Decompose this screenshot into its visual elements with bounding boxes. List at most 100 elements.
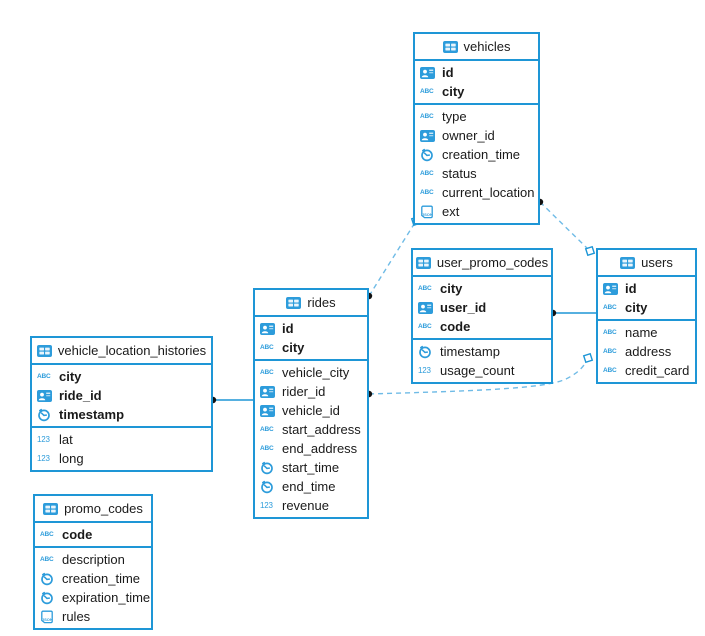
id-card-icon [260,385,277,398]
field-name: credit_card [625,363,690,378]
abc-text-type-icon: ABC [420,170,434,177]
field-name: rider_id [282,384,326,399]
table-header[interactable]: promo_codes [35,496,151,523]
cardinality-square [584,245,596,257]
svg-text:JSON: JSON [422,212,433,217]
field-name: lat [59,432,73,447]
field-row-end_time: end_time [255,477,367,496]
field-row-status: ABC status [415,164,538,183]
field-row-owner_id: owner_id [415,126,538,145]
id-card-icon [260,404,277,417]
table-grid-icon [36,344,52,357]
field-name: name [625,325,658,340]
abc-text-type-icon: ABC [420,189,434,196]
abc-text-type-icon: ABC [603,348,617,355]
field-name: code [440,319,471,334]
abc-text-type-icon: ABC [603,304,617,311]
field-name: timestamp [440,344,500,359]
relationship-line-rides-vehicles [368,220,417,297]
clock-icon [420,148,437,162]
clock-icon [40,572,57,586]
table-header[interactable]: user_promo_codes [413,250,551,277]
field-name: timestamp [59,407,125,422]
abc-text-type-icon: ABC [420,113,434,120]
field-name: city [440,281,463,296]
table-grid-icon [286,296,302,309]
table-header[interactable]: users [598,250,695,277]
field-row-code: ABC code [413,317,551,336]
field-name: rules [62,609,91,624]
table-header[interactable]: vehicles [415,34,538,61]
field-name: usage_count [440,363,515,378]
field-name: long [59,451,84,466]
clock-icon [418,345,435,359]
field-row-long: 123 long [32,449,211,468]
field-name: city [59,369,82,384]
abc-text-type-icon: ABC [40,531,54,538]
field-row-id: id [415,63,538,82]
number-123-icon: 123 [37,435,50,444]
clock-icon [37,408,54,422]
table-grid-icon [620,256,636,269]
field-name: city [625,300,648,315]
field-name: id [442,65,454,80]
abc-text-type-icon: ABC [40,556,54,563]
columns-section: 123 lat 123 long [32,428,211,470]
field-name: id [282,321,294,336]
field-row-id: id [255,319,367,338]
abc-text-type-icon: ABC [603,367,617,374]
field-row-city: ABC city [598,298,695,317]
field-name: start_address [282,422,361,437]
number-123-icon: 123 [260,501,273,510]
field-row-vehicle_id: vehicle_id [255,401,367,420]
table-header[interactable]: rides [255,290,367,317]
id-card-icon [420,66,437,79]
id-card-icon [420,129,437,142]
field-row-name: ABC name [598,323,695,342]
abc-text-type-icon: ABC [260,426,274,433]
table-header[interactable]: vehicle_location_histories [32,338,211,365]
abc-text-type-icon: ABC [420,88,434,95]
field-name: vehicle_city [282,365,350,380]
abc-text-type-icon: ABC [418,323,432,330]
field-name: id [625,281,637,296]
json-document-icon: JSON [420,205,437,219]
field-name: current_location [442,185,535,200]
field-name: status [442,166,477,181]
number-123-icon: 123 [37,454,50,463]
number-123-icon: 123 [418,366,431,375]
field-name: type [442,109,467,124]
svg-text:JSON: JSON [42,617,53,622]
field-name: ride_id [59,388,102,403]
field-name: city [282,340,305,355]
field-row-creation_time: creation_time [415,145,538,164]
json-document-icon: JSON [40,610,57,624]
field-name: user_id [440,300,487,315]
field-name: end_address [282,441,358,456]
cardinality-square [582,352,594,364]
abc-text-type-icon: ABC [603,329,617,336]
field-name: revenue [282,498,329,513]
field-row-timestamp: timestamp [32,405,211,424]
